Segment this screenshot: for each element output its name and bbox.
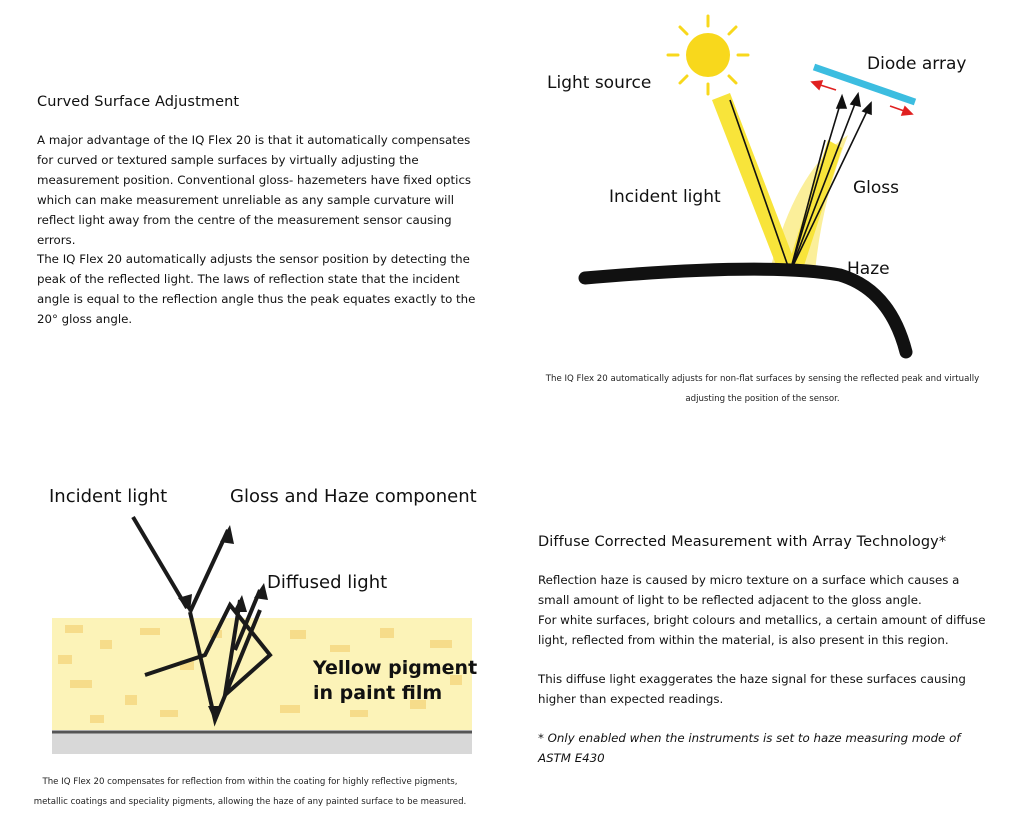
label-incident-light: Incident light bbox=[609, 187, 721, 207]
label-diffused-light: Diffused light bbox=[267, 572, 387, 593]
label-gloss: Gloss bbox=[853, 178, 899, 198]
red-arrows bbox=[810, 80, 914, 116]
label-diode-array: Diode array bbox=[867, 54, 966, 74]
curved-surface-paragraph-1: A major advantage of the IQ Flex 20 is t… bbox=[37, 133, 472, 247]
pigment-caption: The IQ Flex 20 compensates for reflectio… bbox=[33, 777, 467, 807]
section-title-curved-surface: Curved Surface Adjustment bbox=[37, 94, 240, 110]
footnote: * Only enabled when the instruments is s… bbox=[538, 731, 961, 765]
pigment-diagram: Incident light Gloss and Haze component … bbox=[49, 486, 477, 754]
label-haze: Haze bbox=[847, 259, 890, 279]
reflection-arrows bbox=[729, 91, 872, 273]
pigment-particles bbox=[58, 625, 462, 723]
curved-surface-caption: The IQ Flex 20 automatically adjusts for… bbox=[545, 374, 980, 404]
curved-surface bbox=[578, 262, 913, 359]
incident-beam bbox=[712, 93, 798, 275]
label-pigment-2: in paint film bbox=[313, 682, 442, 704]
diffuse-paragraph-1: Reflection haze is caused by micro textu… bbox=[538, 573, 986, 647]
substrate bbox=[52, 732, 472, 754]
label-incident-light: Incident light bbox=[49, 486, 167, 507]
sun-icon bbox=[666, 14, 750, 96]
label-pigment-1: Yellow pigment bbox=[312, 657, 477, 679]
diffuse-paragraph-2: This diffuse light exaggerates the haze … bbox=[538, 672, 966, 706]
diode-array bbox=[812, 63, 917, 106]
label-light-source: Light source bbox=[547, 73, 651, 93]
arrowheads bbox=[178, 525, 268, 722]
paint-film bbox=[52, 618, 472, 730]
curved-surface-paragraph-2: The IQ Flex 20 automatically adjusts the… bbox=[37, 252, 476, 326]
section-title-diffuse-corrected: Diffuse Corrected Measurement with Array… bbox=[538, 534, 947, 550]
label-gloss-haze: Gloss and Haze component bbox=[230, 486, 477, 507]
curved-surface-diagram: Light source Diode array Incident light … bbox=[547, 14, 966, 359]
